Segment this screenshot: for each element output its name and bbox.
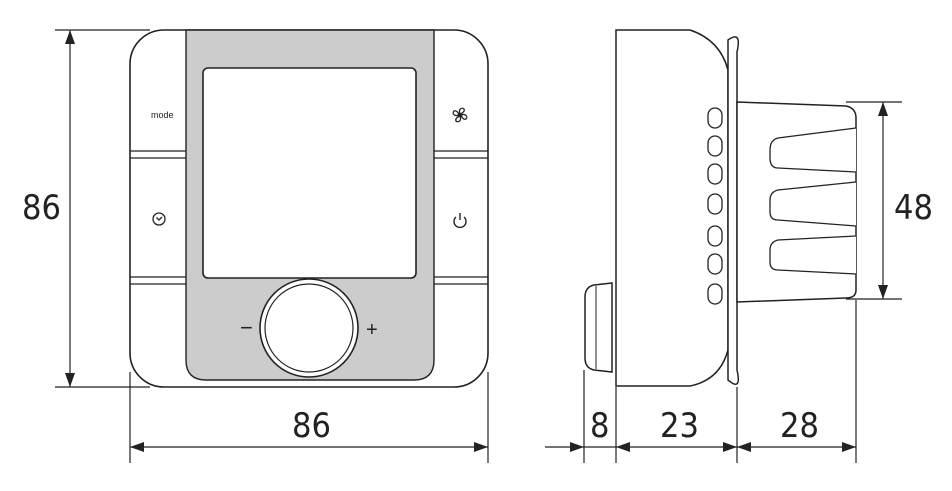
front-height-dimension xyxy=(55,29,150,388)
side-buttons xyxy=(707,107,723,305)
rotary-knob-inner xyxy=(264,283,354,373)
front-width-dimension xyxy=(129,372,489,463)
side-depth-dimensions xyxy=(545,300,857,463)
front-view: − + mode xyxy=(129,29,489,388)
side-height-label: 48 xyxy=(894,188,933,228)
display-screen xyxy=(202,67,417,279)
power-icon xyxy=(453,213,467,229)
mode-label: mode xyxy=(151,110,174,120)
minus-label: − xyxy=(240,315,253,340)
side-knob xyxy=(584,282,613,373)
front-width-label: 86 xyxy=(292,406,331,446)
side-view xyxy=(584,29,857,387)
front-height-label: 86 xyxy=(22,188,61,228)
fan-icon xyxy=(452,107,468,123)
side-flange xyxy=(727,36,740,385)
side-height-dimension xyxy=(846,101,902,300)
plus-label: + xyxy=(366,319,378,341)
side-back-ribs xyxy=(769,127,857,275)
side-back-depth-label: 28 xyxy=(780,406,819,446)
left-button-splits xyxy=(130,150,186,285)
right-button-splits xyxy=(434,150,488,285)
clock-icon xyxy=(152,212,166,226)
side-knob-depth-label: 8 xyxy=(590,406,609,446)
side-body-depth-label: 23 xyxy=(660,406,699,446)
